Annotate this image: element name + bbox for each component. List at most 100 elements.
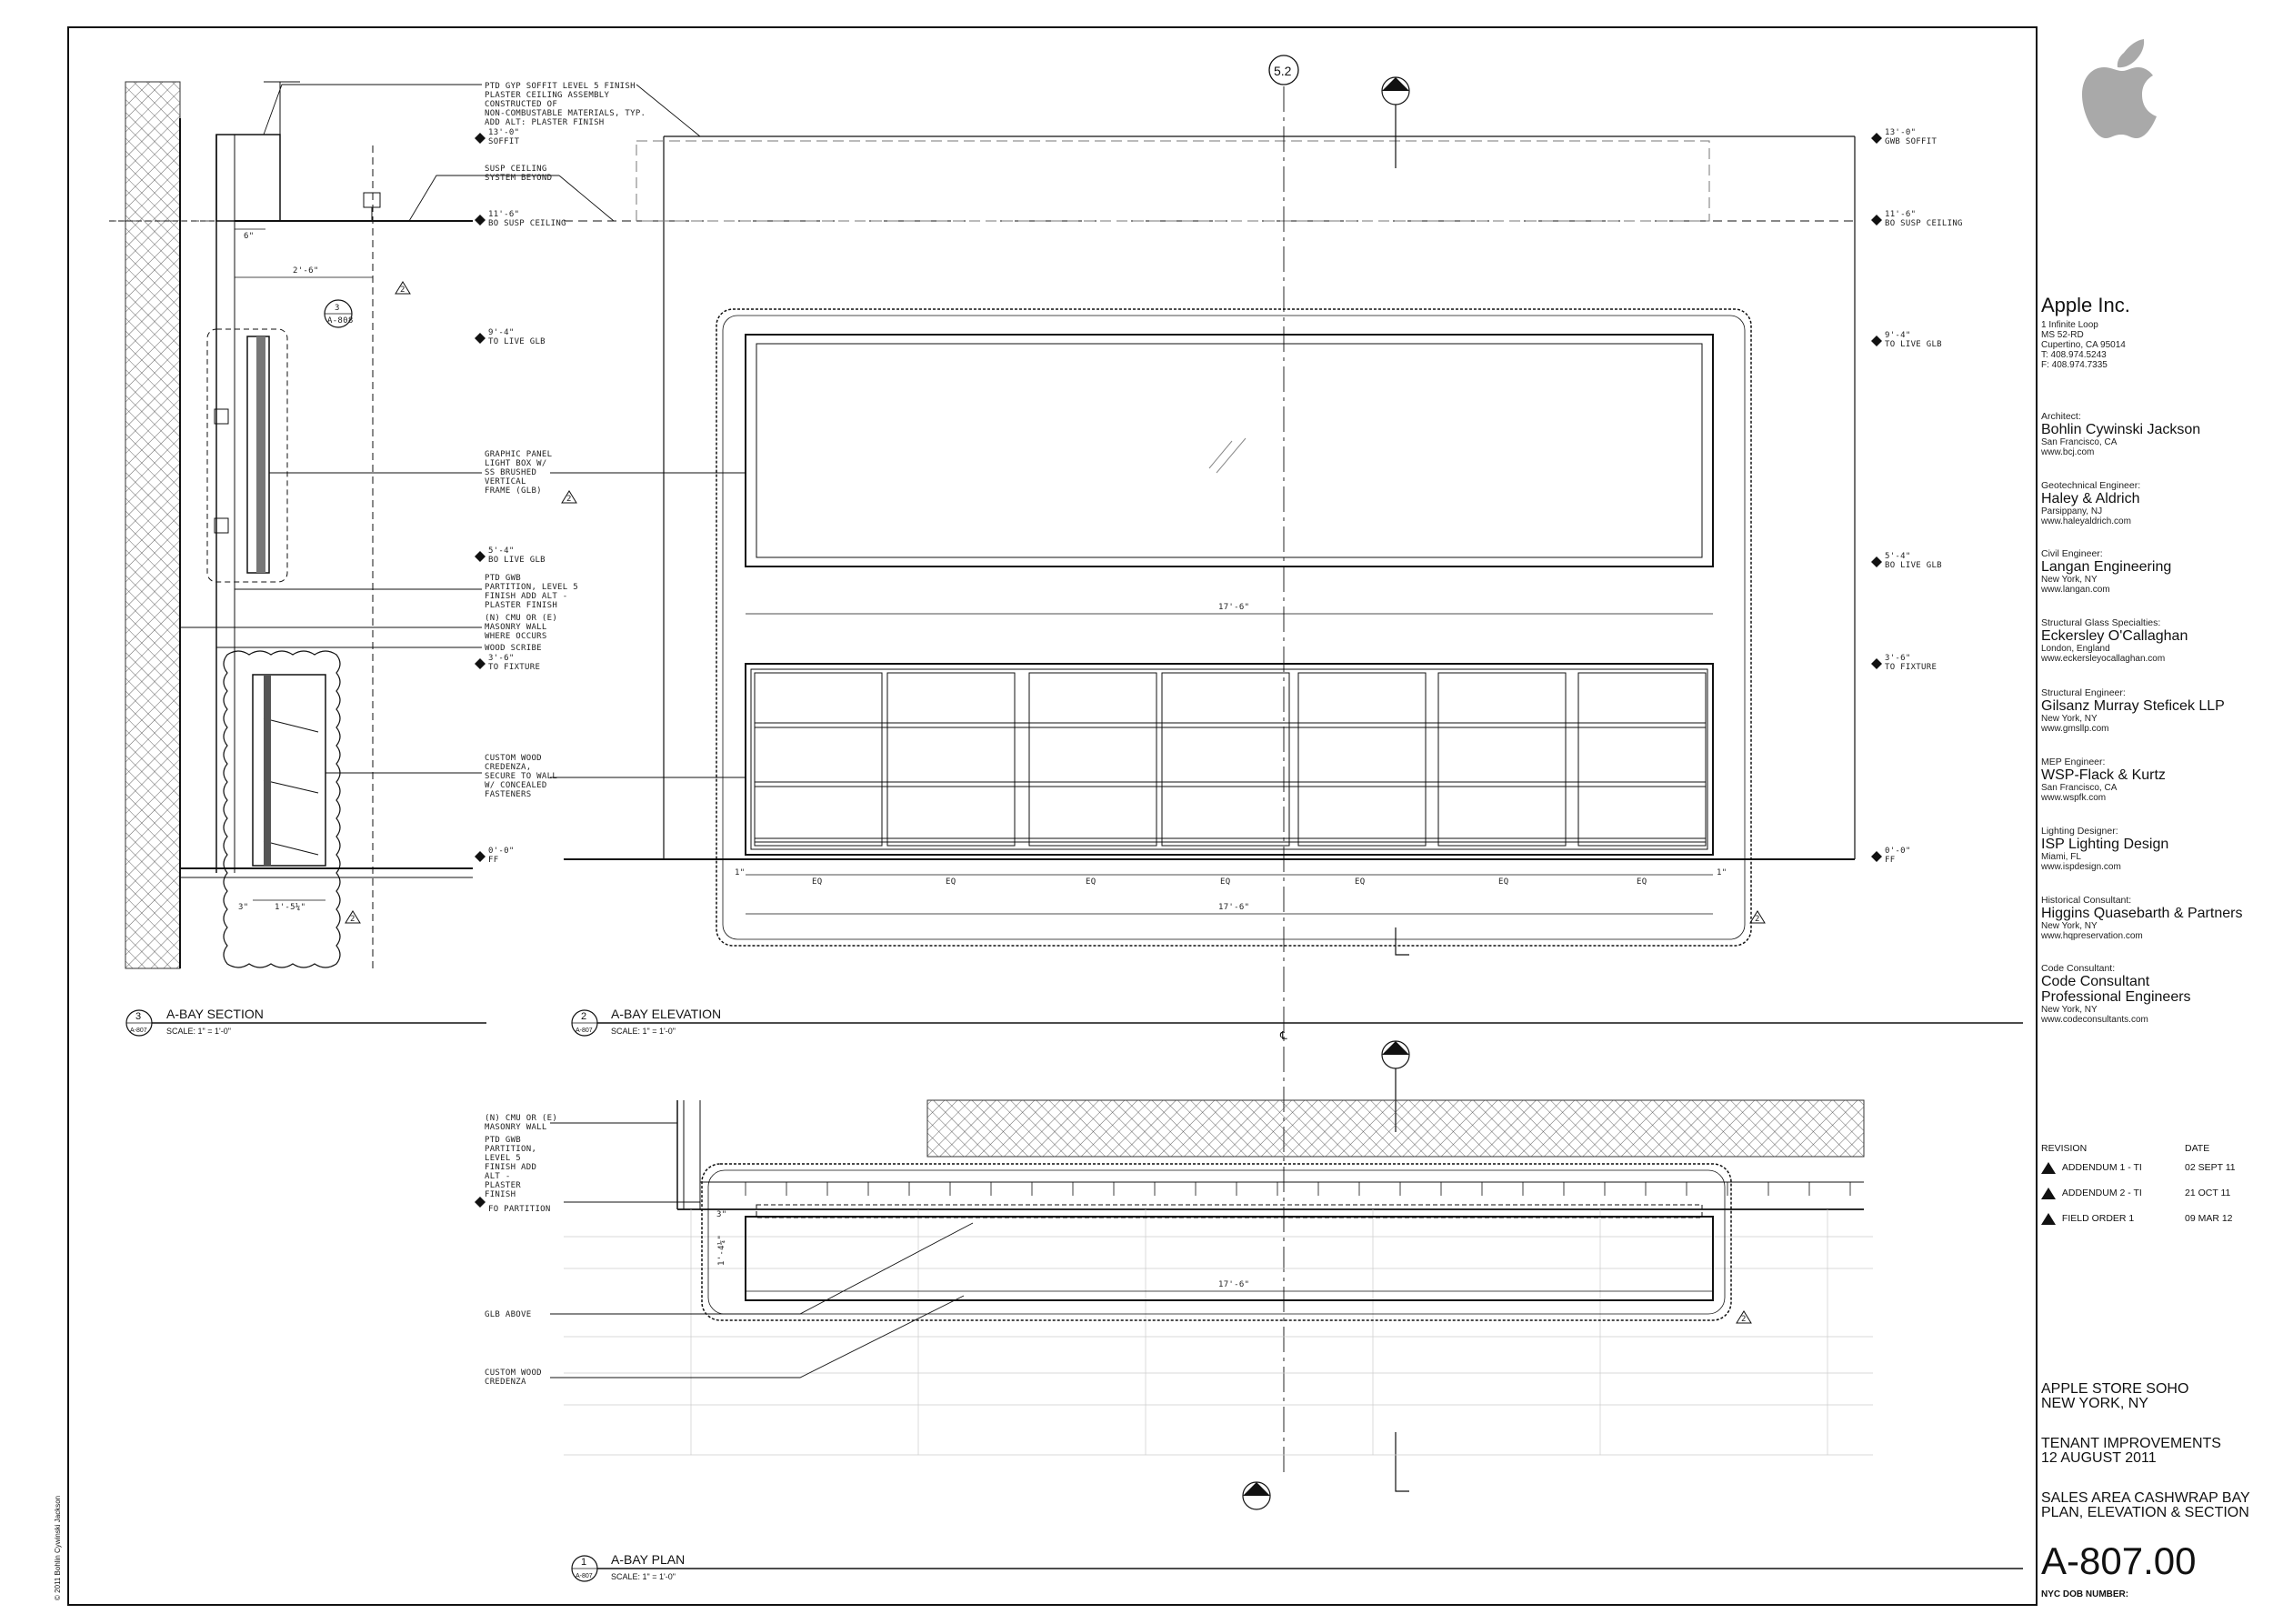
elev-mark: 5'-4" BO LIVE GLB	[475, 546, 546, 565]
sheet-title: SALES AREA CASHWRAP BAY PLAN, ELEVATION …	[2041, 1490, 2250, 1520]
svg-text:0'-0": 0'-0"	[1885, 847, 1911, 856]
dim-six-in: 6"	[244, 232, 254, 241]
elev-mark: 11'-6" BO SUSP CEILING	[1871, 210, 1963, 228]
revision-header: REVISION DATE	[2041, 1143, 2268, 1154]
svg-text:11'-6": 11'-6"	[1885, 210, 1916, 219]
svg-text:PLASTER: PLASTER	[485, 1181, 521, 1190]
credenza-elevation	[745, 663, 1714, 856]
client-name: Apple Inc.	[2041, 294, 2130, 316]
note-glb-above: GLB ABOVE	[485, 1310, 531, 1319]
svg-text:A-BAY ELEVATION: A-BAY ELEVATION	[611, 1007, 721, 1021]
svg-text:CUSTOM WOOD: CUSTOM WOOD	[485, 754, 542, 763]
svg-text:PTD GWB: PTD GWB	[485, 1136, 521, 1145]
dim-glb-width: 17'-6"	[1218, 603, 1249, 612]
svg-text:CONSTRUCTED OF: CONSTRUCTED OF	[485, 100, 557, 109]
svg-text:2: 2	[1741, 1315, 1747, 1324]
consultant-civil: Civil Engineer: Langan Engineering New Y…	[2041, 548, 2172, 595]
svg-text:PLASTER FINISH: PLASTER FINISH	[485, 601, 557, 610]
svg-text:EQ: EQ	[1086, 877, 1096, 887]
svg-text:EQ: EQ	[1637, 877, 1647, 887]
revision-delta-icon	[2041, 1213, 2056, 1225]
svg-text:9'-4": 9'-4"	[1885, 331, 1911, 340]
svg-text:A-BAY SECTION: A-BAY SECTION	[166, 1007, 264, 1021]
note-masonry: (N) CMU OR (E) MASONRY WALL WHERE OCCURS	[485, 614, 557, 641]
project-store: APPLE STORE SOHO NEW YORK, NY	[2041, 1381, 2189, 1411]
elevation-leaders	[550, 472, 746, 778]
dim-two-six: 2'-6"	[293, 266, 319, 276]
nyc-dob-label: NYC DOB NUMBER:	[2041, 1589, 2129, 1599]
sheet-border	[67, 26, 2038, 1606]
svg-text:PARTITION,: PARTITION,	[485, 1145, 536, 1154]
svg-text:PLASTER CEILING ASSEMBLY: PLASTER CEILING ASSEMBLY	[485, 91, 610, 100]
elev-mark: 3'-6" TO FIXTURE	[1871, 654, 1937, 672]
svg-text:FINISH ADD ALT -: FINISH ADD ALT -	[485, 592, 568, 601]
svg-text:SCALE: 1" = 1'-0": SCALE: 1" = 1'-0"	[611, 1027, 676, 1036]
revision-delta-tag: 2	[561, 490, 577, 504]
plan-revision-cloud	[701, 1163, 1732, 1321]
svg-text:5.2: 5.2	[1274, 64, 1292, 78]
dim-three-in-section: 3"	[238, 903, 248, 912]
elev-mark: 3'-6" TO FIXTURE	[475, 654, 540, 672]
project-phase: TENANT IMPROVEMENTS 12 AUGUST 2011	[2041, 1436, 2221, 1466]
svg-text:TO FIXTURE: TO FIXTURE	[488, 663, 540, 672]
svg-text:2: 2	[581, 1011, 586, 1022]
svg-text:SCALE: 1" = 1'-0": SCALE: 1" = 1'-0"	[611, 1572, 676, 1581]
svg-text:(N) CMU OR (E): (N) CMU OR (E)	[485, 614, 557, 623]
svg-text:CREDENZA,: CREDENZA,	[485, 763, 531, 772]
svg-text:GRAPHIC PANEL: GRAPHIC PANEL	[485, 450, 552, 459]
consultant-structural: Structural Engineer: Gilsanz Murray Stef…	[2041, 687, 2225, 734]
svg-text:TO LIVE GLB: TO LIVE GLB	[488, 337, 546, 346]
revision-delta-icon	[2041, 1162, 2056, 1174]
client-address-2: MS 52-RD	[2041, 330, 2084, 340]
svg-text:FASTENERS: FASTENERS	[485, 790, 531, 799]
sheet-number: A-807.00	[2041, 1539, 2197, 1582]
svg-text:TO LIVE GLB: TO LIVE GLB	[1885, 340, 1942, 349]
elev-mark: 13'-0" GWB SOFFIT	[1871, 128, 1937, 146]
svg-text:1": 1"	[1717, 868, 1727, 877]
svg-text:SUSP CEILING: SUSP CEILING	[485, 165, 547, 174]
svg-text:3'-6": 3'-6"	[1885, 654, 1911, 663]
elevation-revision-cloud	[716, 308, 1752, 947]
note-wood-scribe: WOOD SCRIBE	[485, 644, 542, 653]
svg-text:2: 2	[350, 915, 355, 924]
svg-text:SS BRUSHED: SS BRUSHED	[485, 468, 536, 477]
dim-cred-width: 17'-6"	[1218, 903, 1249, 912]
dim-plan-depth: 1'-4¼"	[717, 1235, 726, 1266]
consultant-lighting: Lighting Designer: ISP Lighting Design M…	[2041, 826, 2169, 872]
svg-text:FF: FF	[488, 856, 498, 865]
svg-text:FINISH: FINISH	[485, 1190, 516, 1199]
svg-text:A-807: A-807	[576, 1028, 593, 1034]
svg-text:EQ: EQ	[946, 877, 956, 887]
svg-text:PTD GWB: PTD GWB	[485, 574, 521, 583]
svg-text:1": 1"	[735, 868, 745, 877]
note-plan-credenza: CUSTOM WOOD CREDENZA	[485, 1368, 542, 1387]
dim-eq-row: EQ EQ EQ EQ EQ EQ EQ 1" 1"	[735, 868, 1727, 887]
section-cut-marker[interactable]	[1381, 76, 1410, 168]
glb-panel	[745, 334, 1714, 567]
client-phone: T: 408.974.5243	[2041, 350, 2107, 360]
svg-text:3: 3	[135, 1011, 141, 1022]
section-view: 6" 2'-6" 1'-5¼" 3" 3 A-808 2 2 2	[109, 81, 577, 969]
revision-delta-tag: 2	[1749, 910, 1766, 924]
svg-text:SOFFIT: SOFFIT	[488, 137, 520, 146]
svg-text:BO SUSP CEILING: BO SUSP CEILING	[1885, 219, 1963, 228]
svg-text:FINISH ADD: FINISH ADD	[485, 1163, 536, 1172]
elev-mark: 9'-4" TO LIVE GLB	[475, 328, 546, 346]
svg-text:A-807: A-807	[576, 1573, 593, 1579]
svg-text:ALT -: ALT -	[485, 1172, 511, 1181]
svg-text:LEVEL 5: LEVEL 5	[485, 1154, 521, 1163]
svg-text:NON-COMBUSTABLE MATERIALS, TYP: NON-COMBUSTABLE MATERIALS, TYP.	[485, 109, 646, 118]
svg-text:A-807: A-807	[130, 1028, 147, 1034]
svg-text:3: 3	[335, 304, 340, 313]
svg-text:GWB SOFFIT: GWB SOFFIT	[1885, 137, 1937, 146]
note-ptd-gwb: PTD GWB PARTITION, LEVEL 5 FINISH ADD AL…	[485, 574, 578, 610]
dim-plan-width: 17'-6"	[1218, 1280, 1249, 1289]
section-cut-marker[interactable]	[1242, 1481, 1271, 1510]
svg-text:2: 2	[566, 495, 572, 504]
revision-delta-icon	[2041, 1188, 2056, 1199]
elev-marks-right: 13'-0" GWB SOFFIT 11'-6" BO SUSP CEILING…	[1871, 128, 1963, 865]
consultant-structural-glass: Structural Glass Specialties: Eckersley …	[2041, 617, 2188, 664]
svg-text:A-808: A-808	[327, 316, 354, 326]
svg-text:11'-6": 11'-6"	[488, 210, 519, 219]
revision-delta-tag: 2	[345, 910, 361, 924]
